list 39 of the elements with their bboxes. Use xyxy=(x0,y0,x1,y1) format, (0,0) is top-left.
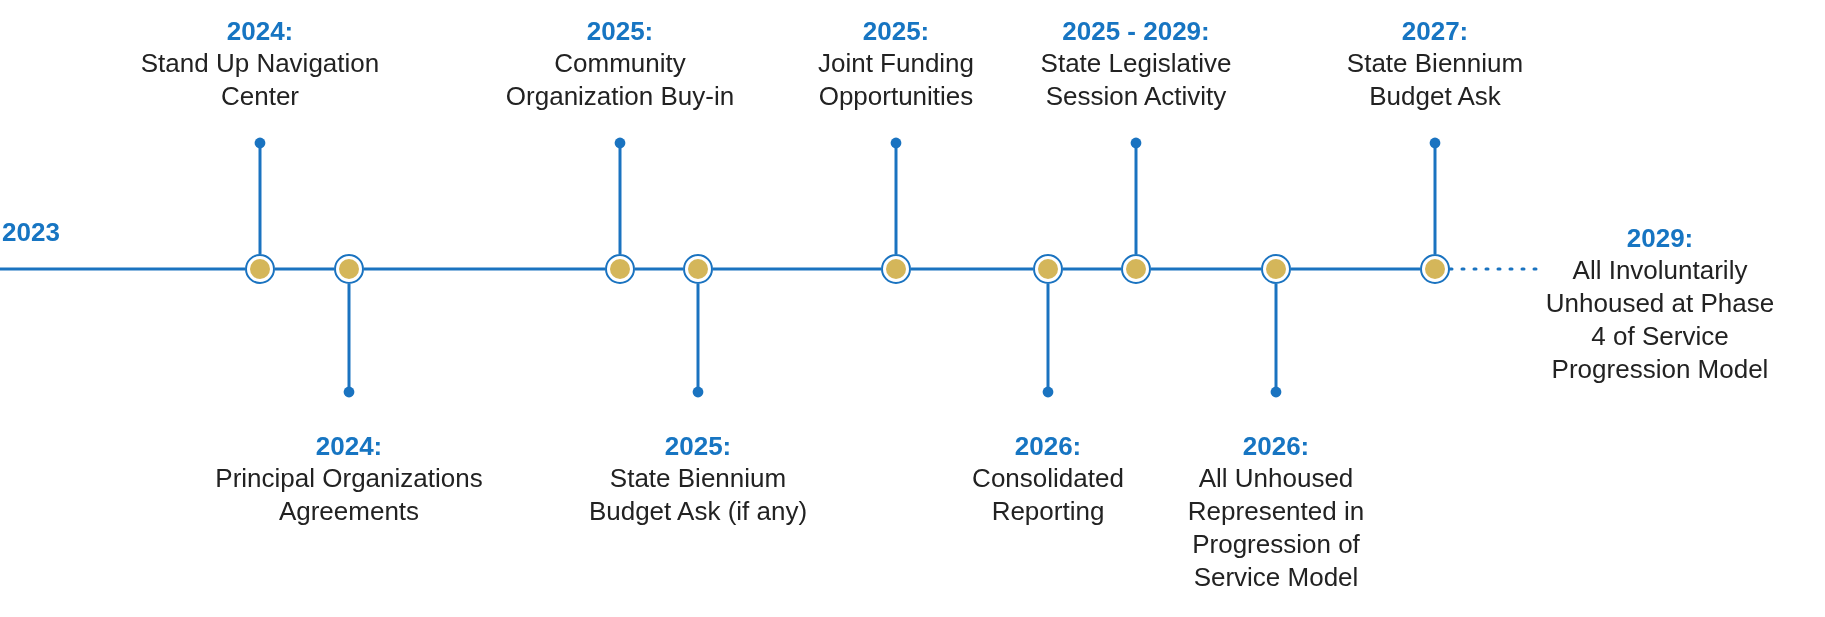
stem-line xyxy=(1130,137,1142,254)
milestone-text: Principal Organizations Agreements xyxy=(214,462,484,528)
timeline-line xyxy=(0,267,245,271)
timeline-line xyxy=(1063,267,1121,271)
timeline-line xyxy=(713,267,881,271)
timeline-line xyxy=(1151,267,1261,271)
milestone-text: Joint Funding Opportunities xyxy=(816,47,976,113)
stem-line xyxy=(343,284,355,398)
milestone-text: All Unhoused Represented in Progression of Service Model xyxy=(1186,462,1366,594)
year-label: 2026: xyxy=(1242,430,1310,462)
milestone-text: State Biennium Budget Ask xyxy=(1345,47,1525,113)
milestone-text: State Legislative Session Activity xyxy=(1039,47,1233,113)
year-label: 2027: xyxy=(1401,15,1469,47)
milestone-text: All Involuntarily Unhoused at Phase 4 of Service Progression Model xyxy=(1544,254,1776,386)
year-label: 2026: xyxy=(1014,430,1082,462)
milestone-text: Stand Up Navigation Center xyxy=(140,47,380,113)
year-label: 2025: xyxy=(586,15,654,47)
stem-line xyxy=(1270,284,1282,398)
year-label: 2025 - 2029: xyxy=(1062,15,1210,47)
timeline-line xyxy=(364,267,605,271)
timeline-line xyxy=(1291,267,1420,271)
start-year-label: 2023 xyxy=(2,216,60,248)
year-label: 2024: xyxy=(315,430,383,462)
stem-line xyxy=(254,137,266,254)
stem-line xyxy=(614,137,626,254)
stem-line xyxy=(1042,284,1054,398)
year-label: 2024: xyxy=(226,15,294,47)
milestone-text: State Biennium Budget Ask (if any) xyxy=(587,462,809,528)
stem-line xyxy=(890,137,902,254)
timeline-line xyxy=(275,267,334,271)
stem-line xyxy=(692,284,704,398)
timeline-line xyxy=(911,267,1033,271)
year-label: 2025: xyxy=(862,15,930,47)
milestone-text: Community Organization Buy-in xyxy=(504,47,736,113)
year-label: 2029: xyxy=(1626,222,1694,254)
stem-line xyxy=(1429,137,1441,254)
milestone-text: Consolidated Reporting xyxy=(971,462,1125,528)
timeline-line xyxy=(635,267,683,271)
year-label: 2025: xyxy=(664,430,732,462)
